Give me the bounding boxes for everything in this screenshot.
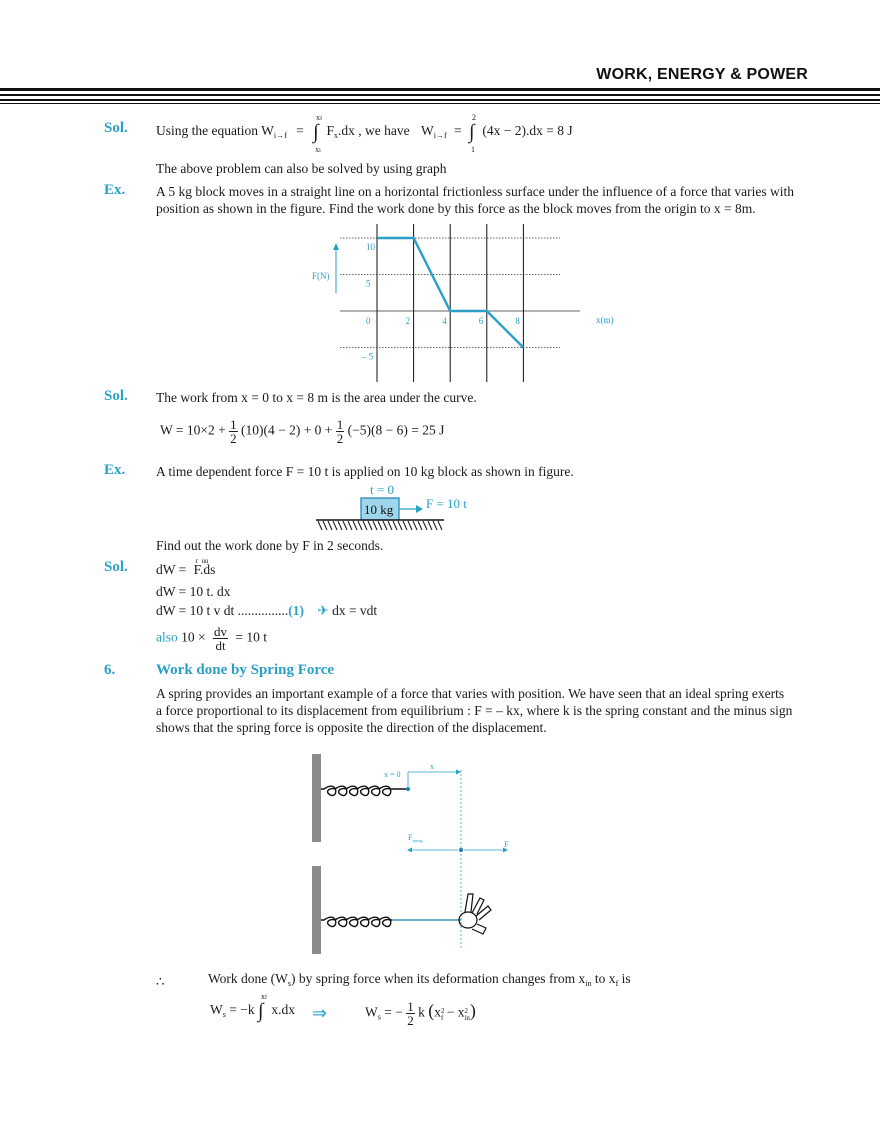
y-tick-label: – 5 [361,352,374,362]
implies-symbol: ⇒ [312,1003,328,1023]
ex2-question: Find out the work done by F in 2 seconds… [156,538,384,553]
header-rule-1 [0,88,880,91]
spring-figure: x = 0 x Fspring F [312,754,509,954]
sol2-text: The work from x = 0 to x = 8 m is the ar… [156,390,477,405]
x-label: x [430,762,434,771]
force-label: F = 10 t [426,496,467,511]
y-axis-arrow-head [333,243,339,250]
conclusion-text: Work done (Ws) by spring force when its … [208,971,631,988]
section6-paragraph: A spring provides an important example o… [156,686,793,735]
x0-label: x = 0 [384,770,401,779]
x-tick-label: 2 [406,316,411,326]
sol3-line3: dW = 10 t v dt ...............(1) ✈ dx =… [156,603,378,618]
sol3-line2: dW = 10 t. dx [156,584,231,599]
force-series-line [377,236,525,349]
y-tick-label: 0 [366,316,371,326]
therefore-symbol: ∴ [156,974,165,989]
header-rule-3 [0,99,880,101]
force-origin-point [459,848,463,852]
block-mass-label: 10 kg [364,502,394,517]
sol-label: Sol. [104,559,128,575]
y-tick-label: 10 [366,242,376,252]
ex-label: Ex. [104,462,126,478]
applied-force-label: F [504,840,509,849]
wall-top [312,754,321,842]
y-axis-label: F(N) [312,271,330,281]
x-tick-label: 8 [515,316,520,326]
wall-bottom [312,866,321,954]
spring-relaxed [321,785,408,797]
ex1-text: A 5 kg block moves in a straight line on… [156,184,795,216]
force-arrow-head [416,505,423,513]
x-tick-label: 6 [479,316,484,326]
header-rule-2 [0,94,880,96]
block-force-figure: t = 0 10 kg F = 10 t [316,482,467,531]
spring-work-integral: Ws = −k ∫ xf x.dx [210,992,295,1022]
force-position-graph: F(N) x(m) 10 5 0 – 5 2 4 6 8 [312,224,614,382]
sol-label: Sol. [104,120,128,136]
ex-label: Ex. [104,182,126,198]
time-label: t = 0 [370,482,394,497]
integral-upper-limit: xf [316,113,323,122]
sol-label: Sol. [104,388,128,404]
x-axis-label: x(m) [596,315,614,325]
hand-icon [458,893,492,935]
sol1-note: The above problem can also be solved by … [156,161,447,176]
section-number: 6. [104,662,116,678]
sol1-equation: Using the equation Wi→f = ∫ xf xi Fx.dx … [156,113,573,154]
y-tick-label: 5 [366,279,371,289]
header-rule-4 [0,103,880,104]
integral-lower-limit: xi [315,145,321,154]
ground-hatch [317,520,443,531]
page-header-title: WORK, ENERGY & POWER [596,66,808,83]
ex2-text: A time dependent force F = 10 t is appli… [156,464,574,479]
spring-force-label: Fspring [408,833,422,843]
x-tick-label: 4 [442,316,447,326]
section-title: Work done by Spring Force [156,662,335,678]
spring-stretched [321,916,392,928]
